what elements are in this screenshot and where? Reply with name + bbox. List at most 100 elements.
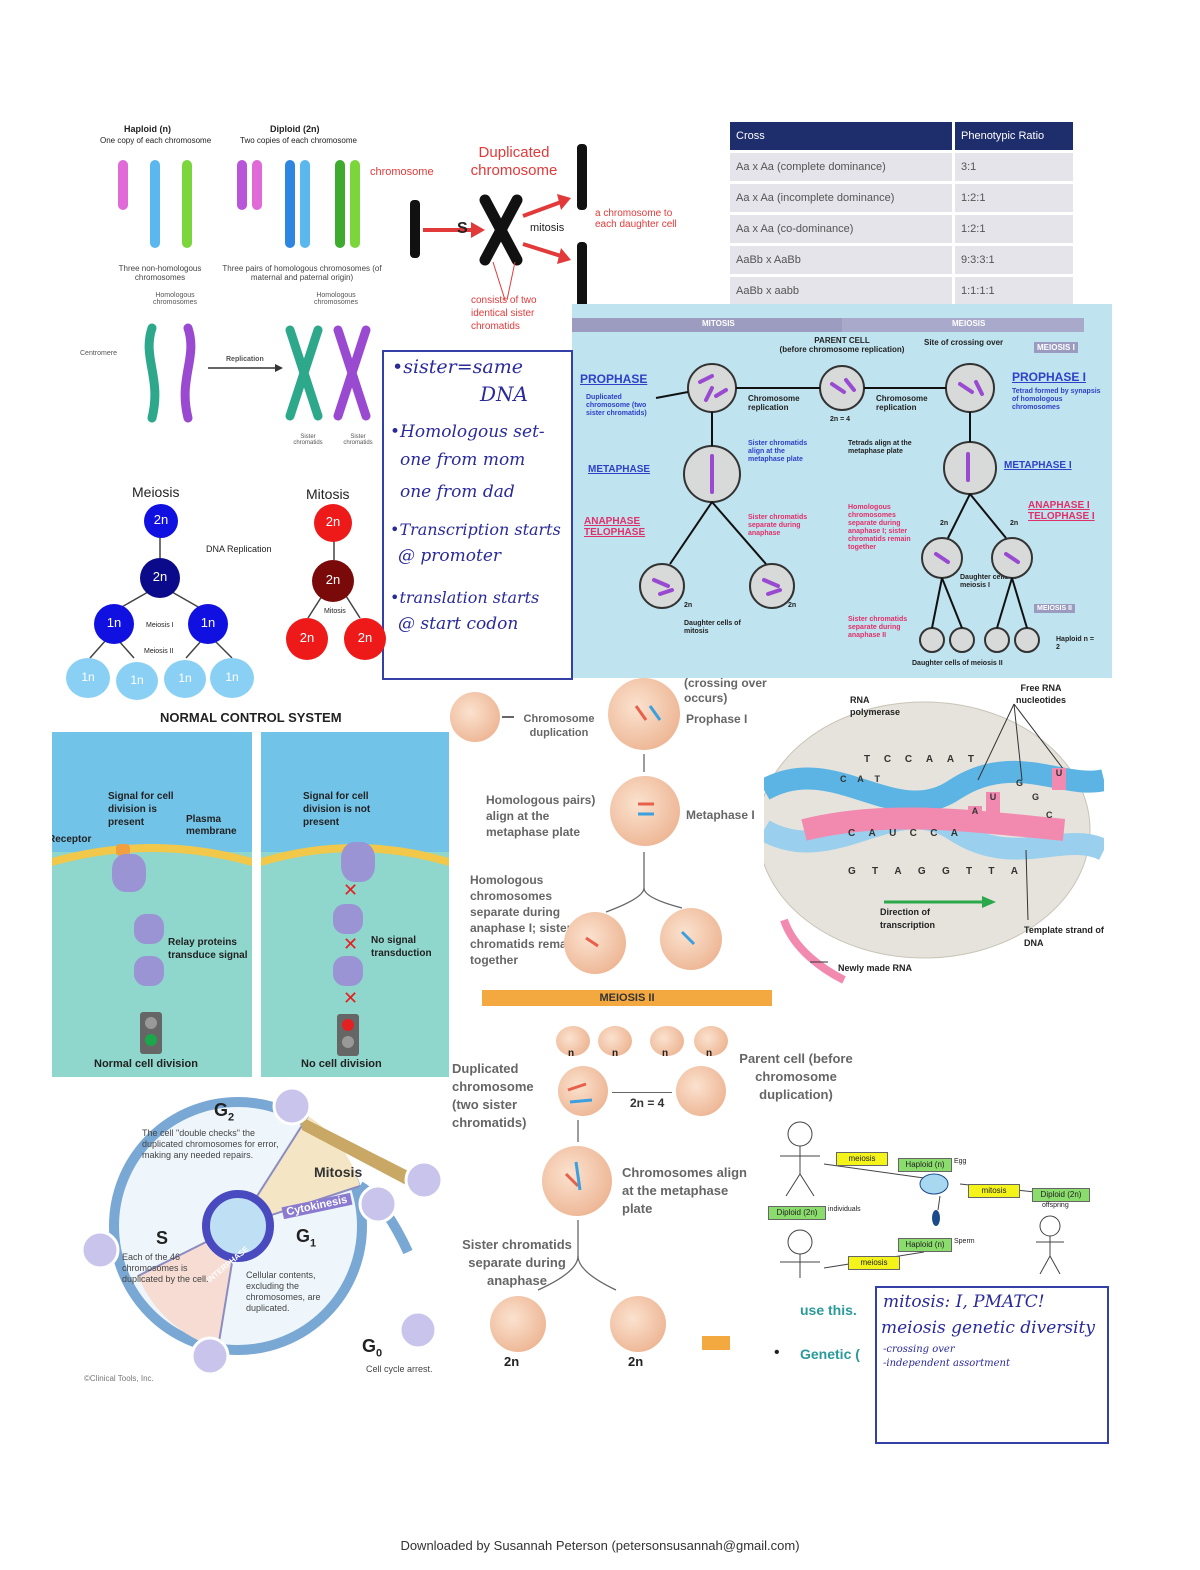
g1-label: G1 [296, 1226, 316, 1250]
duplicated-title: Duplicated chromosome [470, 144, 558, 179]
meiosis-mitosis-arrows [89, 536, 361, 659]
cell-cycle-wheel [80, 1086, 444, 1376]
column-header: Cross [730, 122, 954, 152]
base-letter: C [930, 828, 938, 839]
base-letter: G [941, 866, 950, 877]
relay-proteins-label: Relay proteins transduce signal [168, 937, 248, 961]
base-letter: A [950, 828, 958, 839]
board-meiosis-ii: MEIOSIS II [1034, 604, 1076, 613]
note-line: •translation starts [390, 588, 540, 607]
base-letter: C [883, 754, 892, 765]
duplicated-chromosome-diagram [410, 144, 587, 308]
table-cell: 3:1 [952, 150, 1073, 183]
genetic-text: Genetic ( [800, 1346, 860, 1362]
cell-icon [608, 678, 680, 750]
table-cell: 9:3:3:1 [952, 243, 1073, 276]
board-2n-label: 2n [684, 602, 693, 609]
meiosis-1n-cell [94, 604, 134, 644]
board-daughter-ii: Daughter cells of meiosis II [912, 660, 1003, 667]
note-line: •sister=same [392, 356, 524, 378]
rna-polymerase-label: RNA polymerase [850, 695, 901, 717]
sister-chromatids-label: Sister chromatids [343, 434, 373, 446]
g1-sub: 1 [310, 1237, 317, 1250]
cell-label: 2n [325, 572, 341, 587]
mitosis-2n-4: 2n = 4 [630, 1096, 665, 1110]
board-tetrads-align: Tetrads align at the metaphase plate [848, 440, 912, 455]
board-cells-diagram [639, 363, 1040, 653]
n-label: n [568, 1048, 575, 1059]
mitosis-2n-right: 2n [628, 1354, 644, 1369]
board-parent-cell: PARENT CELL (before chromosome replicati… [762, 336, 922, 354]
note-line: one from mom [400, 450, 526, 470]
mitosis-2n-cell [312, 560, 354, 602]
homol-sep-label: Homologous chromosomes separate during a… [470, 873, 578, 967]
board-mitosis-header: MITOSIS [702, 319, 735, 328]
plasma-membrane-label: Plasma membrane [186, 814, 237, 837]
download-footer: Downloaded by Susannah Peterson (peterso… [400, 1538, 800, 1553]
diploid-individuals-tag: Diploid (2n) [768, 1206, 826, 1220]
g1-letter: G [296, 1226, 311, 1246]
egg-label: Egg [954, 1158, 967, 1165]
base-letter: U [889, 828, 897, 839]
note-line: -crossing over [883, 1344, 955, 1355]
base-letter: T [988, 866, 995, 877]
relay-protein [333, 956, 363, 986]
board-anaphase-right: ANAPHASE I TELOPHASE I [1028, 500, 1095, 522]
base-letter: T [864, 754, 871, 765]
board-2n-label: 2n [788, 602, 797, 609]
note-line: mitosis: I, PMATC! [883, 1292, 1045, 1312]
transcription-diagram [764, 701, 1104, 984]
meiosis-tag: meiosis [848, 1256, 900, 1270]
s-label: S [156, 1228, 169, 1248]
base-letter: C [840, 774, 847, 784]
table-header-row: Cross Phenotypic Ratio [730, 122, 1073, 152]
note-line: -independent assortment [883, 1358, 1010, 1369]
meiosis-2n-cell [144, 504, 178, 538]
table-cell: 1:2:1 [952, 212, 1073, 245]
meiosis-1n-cell [164, 660, 206, 698]
g1-description: Cellular contents, excluding the chromos… [246, 1270, 321, 1313]
column-header: Phenotypic Ratio [952, 122, 1073, 152]
base-letter: A [946, 754, 955, 765]
diploid-title: Diploid (2n) [270, 124, 320, 134]
free-nucleotide: C [1046, 810, 1053, 820]
meiosis-1n-cell [188, 604, 228, 644]
no-signal-label: No signal transduction [371, 935, 432, 959]
meiosis-i-label: Meiosis I [146, 622, 174, 629]
note-line: DNA [480, 382, 528, 406]
cell-cycle-figure: G2 The cell "double checks" the duplicat… [78, 1076, 450, 1388]
board-tetrad-note: Tetrad formed by synapsis of homologous … [1012, 388, 1101, 411]
mitosis-parent-label: Parent cell (before chromosome duplicati… [739, 1051, 853, 1102]
mitosis-align-label: Chromosomes align at the metaphase plate [622, 1165, 747, 1216]
mitosis-tag: mitosis [968, 1184, 1020, 1198]
receptor-protein [341, 842, 375, 882]
daughter-cell-label: a chromosome to each daughter cell [595, 208, 677, 230]
s-description: Each of the 46 chromosomes is duplicated… [122, 1252, 209, 1284]
meiosis-flow: Chromosome duplication (crossing over oc… [446, 676, 776, 1066]
base-letter: G [917, 866, 926, 877]
meiosis-tag: meiosis [836, 1152, 888, 1166]
board-2n-label: 2n [940, 520, 949, 527]
meiosis-flow-lines [585, 705, 696, 948]
board-2n-4: 2n = 4 [830, 416, 851, 423]
meiosis-ii-bar: MEIOSIS II [482, 990, 772, 1006]
base-letter: C [909, 828, 917, 839]
blocked-x-icon: ✕ [343, 880, 359, 900]
cell-icon [490, 1296, 546, 1352]
table-cell: 1:1:1:1 [952, 274, 1073, 305]
board-metaphase-right: METAPHASE I [1004, 460, 1072, 471]
board-sister-separate: Sister chromatids separate during anapha… [748, 514, 808, 537]
table-cell: 1:2:1 [952, 181, 1073, 214]
base-letter: T [872, 866, 879, 877]
haploid-caption: Three non-homologous chromosomes [118, 264, 202, 282]
mitosis-phase-label: Mitosis [314, 1164, 363, 1180]
receptor-label: Receptor [52, 834, 92, 845]
note-line: @ start codon [398, 614, 519, 634]
signal-present-label: Signal for cell division is present [108, 791, 174, 828]
board-chrom-rep-right: Chromosome replication [876, 394, 928, 412]
meiosis-1n-cell [116, 662, 158, 700]
replication-label: Replication [226, 356, 264, 363]
